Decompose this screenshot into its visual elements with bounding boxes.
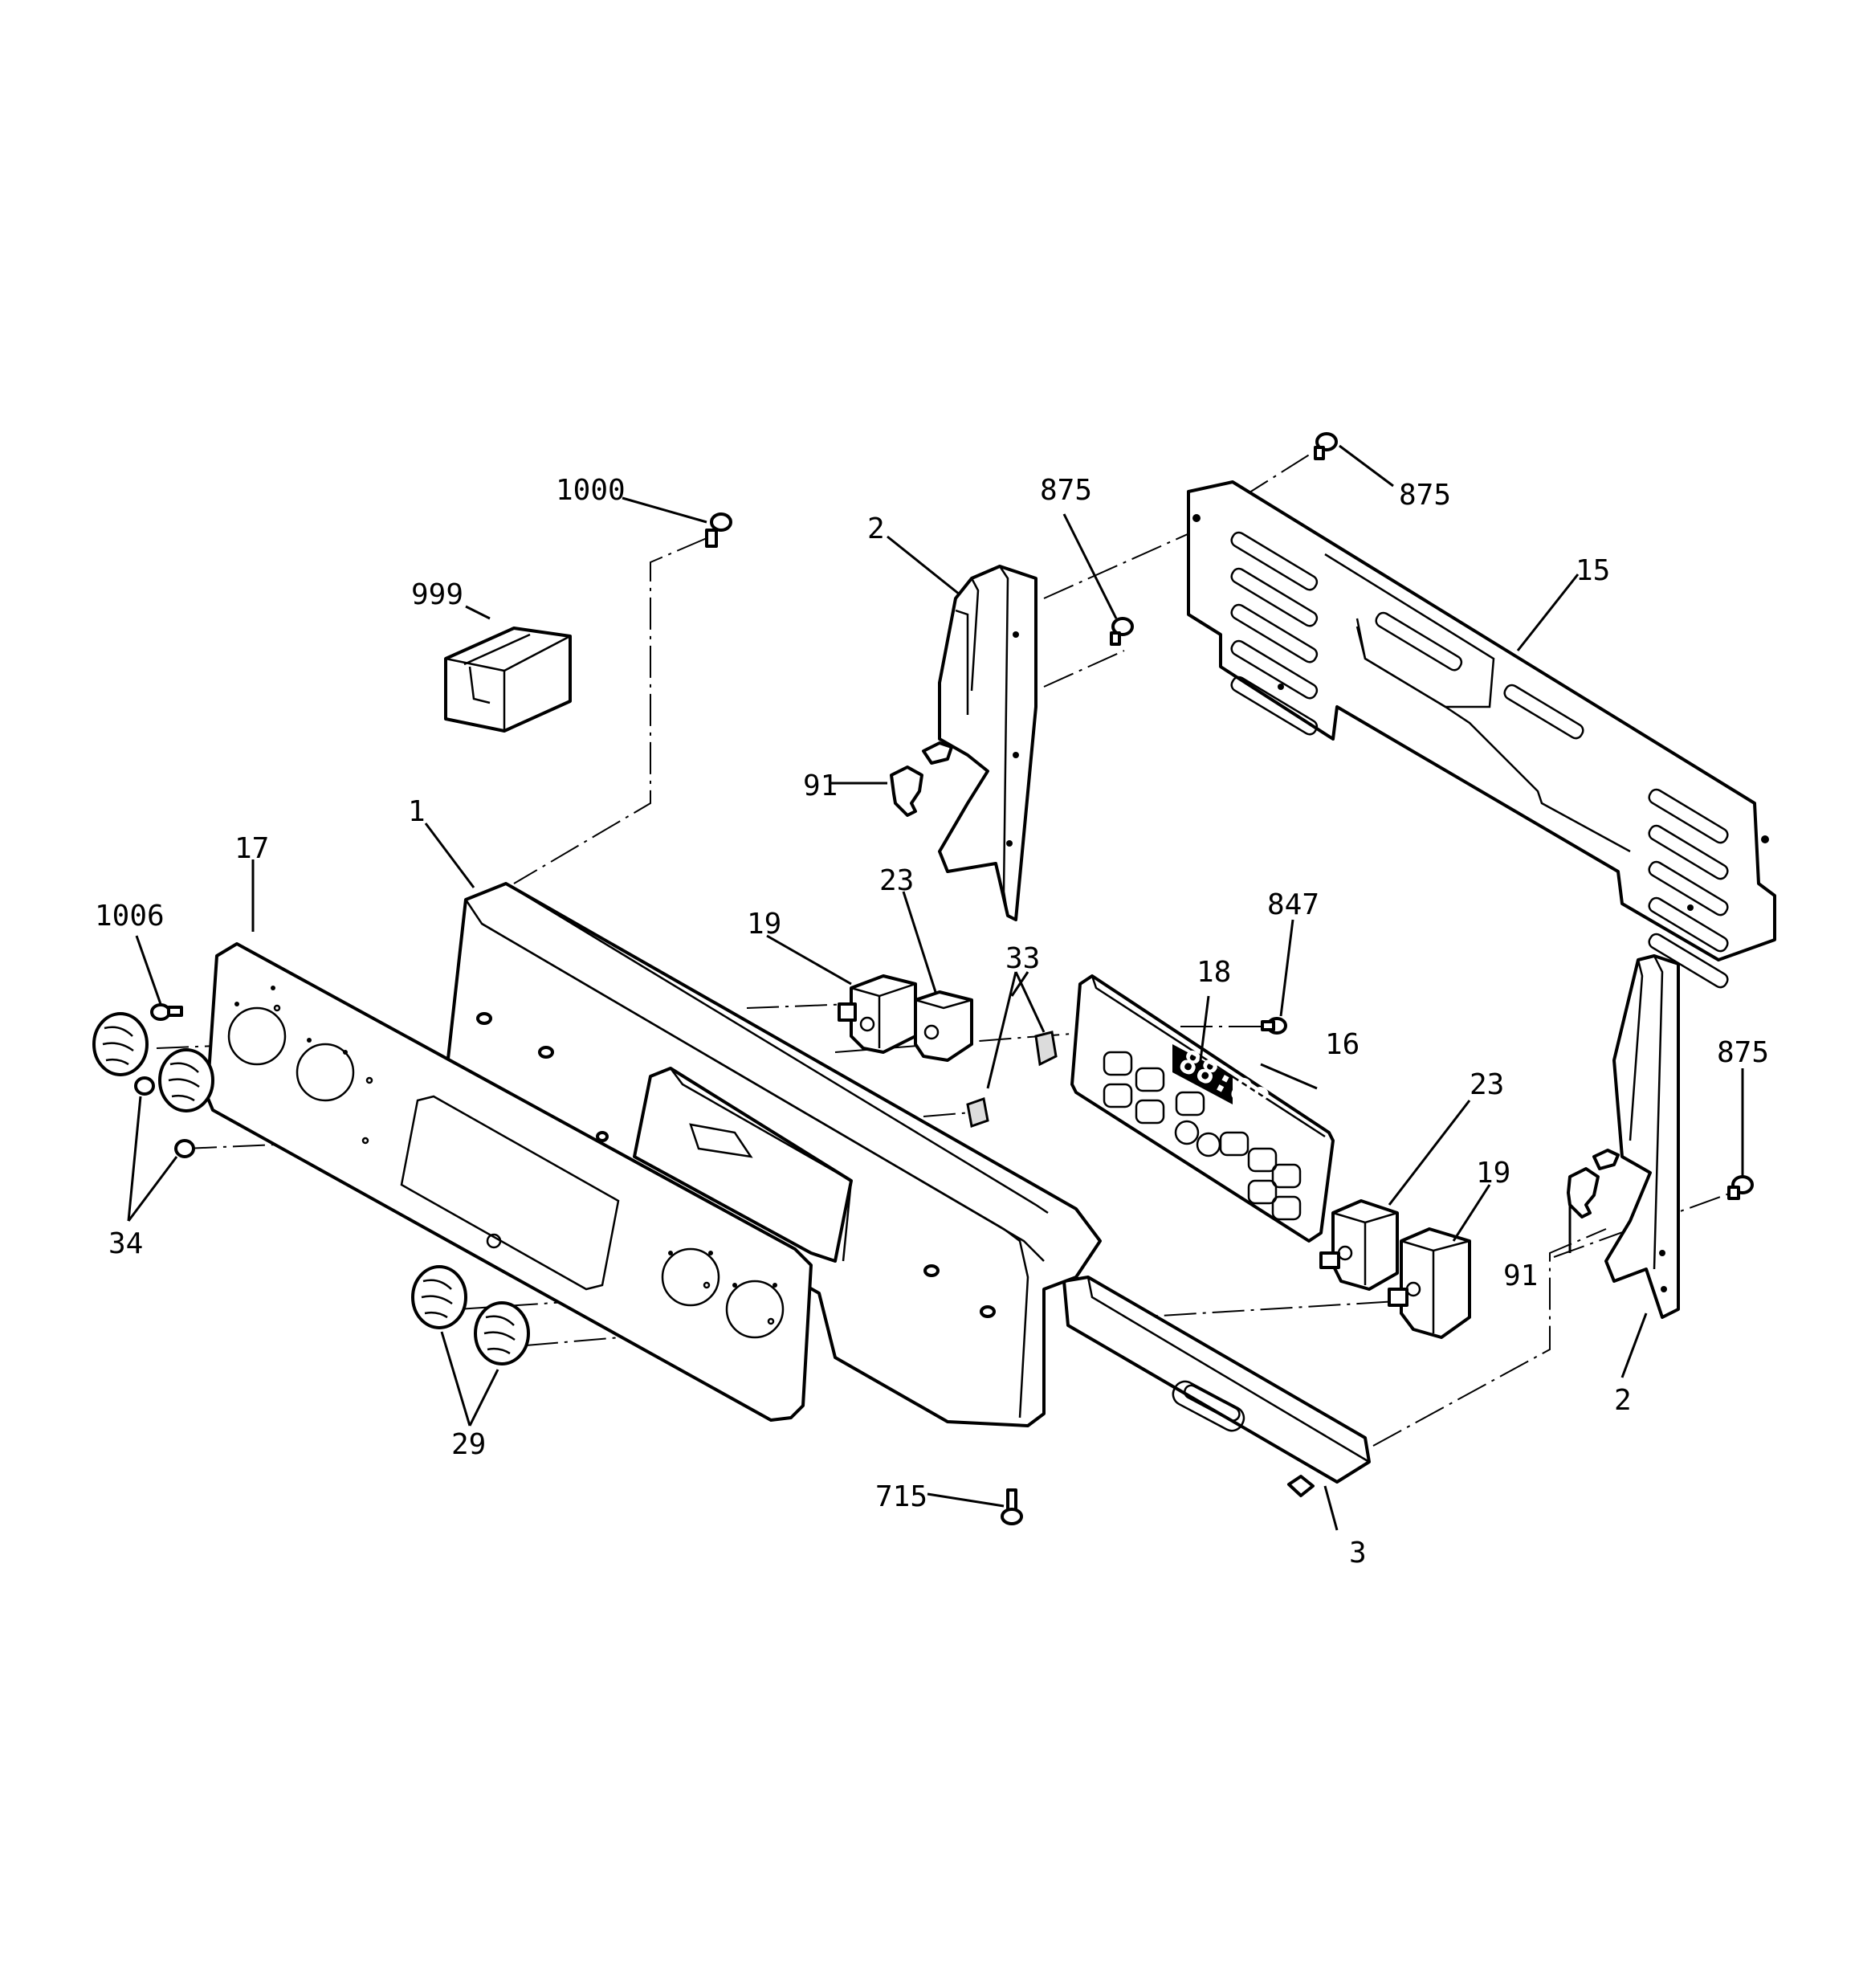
callout-1006: 1006 bbox=[95, 900, 165, 933]
screw-875-b bbox=[1314, 432, 1338, 460]
rocker-switch-1 bbox=[1034, 1031, 1058, 1067]
callout-875-lower: 875 bbox=[1717, 1036, 1769, 1069]
callout-875-right: 875 bbox=[1399, 479, 1451, 512]
callout-labels: 1000 999 875 875 15 2 91 1 17 1006 19 23… bbox=[95, 474, 1769, 1570]
screw-875-a bbox=[1110, 617, 1134, 646]
callout-19-left: 19 bbox=[747, 908, 781, 941]
callout-91-right: 91 bbox=[1503, 1259, 1538, 1292]
callout-715: 715 bbox=[875, 1480, 927, 1513]
knob-1 bbox=[92, 1012, 149, 1076]
knob-3 bbox=[411, 1265, 467, 1329]
callout-2-top: 2 bbox=[867, 512, 885, 545]
callout-1: 1 bbox=[408, 795, 426, 828]
callout-16: 16 bbox=[1325, 1028, 1360, 1061]
infinite-switch-left bbox=[838, 974, 917, 1054]
screw-1000 bbox=[705, 512, 732, 548]
screw-715 bbox=[1001, 1488, 1023, 1525]
callout-1000: 1000 bbox=[556, 474, 626, 507]
bottom-trim bbox=[1062, 1276, 1371, 1497]
backguard-housing bbox=[444, 882, 1102, 1427]
callout-23-right: 23 bbox=[1470, 1068, 1504, 1101]
control-overlay bbox=[206, 942, 813, 1422]
callout-999: 999 bbox=[411, 578, 463, 611]
callout-15: 15 bbox=[1576, 554, 1610, 587]
callout-17: 17 bbox=[234, 832, 269, 865]
callout-19-right: 19 bbox=[1476, 1157, 1510, 1190]
electronic-control: 88:88 bbox=[1070, 974, 1335, 1243]
indicator-light-2 bbox=[174, 1139, 195, 1158]
callout-875-top: 875 bbox=[1040, 474, 1092, 507]
knob-2 bbox=[158, 1048, 214, 1112]
callout-29: 29 bbox=[451, 1428, 486, 1461]
screw-847 bbox=[1261, 1017, 1287, 1035]
clip-left bbox=[890, 741, 953, 817]
infinite-switch-right bbox=[1388, 1227, 1471, 1339]
indicator-light-1 bbox=[134, 1076, 155, 1096]
callout-23-left: 23 bbox=[879, 864, 914, 897]
callout-18: 18 bbox=[1196, 956, 1231, 989]
literature-box bbox=[444, 627, 572, 733]
clip-right bbox=[1567, 1149, 1620, 1219]
rear-panel bbox=[1187, 480, 1776, 989]
leader-lines bbox=[127, 444, 1744, 1531]
screw-875-c bbox=[1727, 1175, 1754, 1200]
knob-4 bbox=[474, 1301, 530, 1365]
callout-91-left: 91 bbox=[803, 769, 838, 802]
switch-right-23 bbox=[1319, 1199, 1399, 1291]
screw-1006 bbox=[150, 1003, 183, 1021]
rocker-switch-2 bbox=[966, 1097, 989, 1128]
callout-847: 847 bbox=[1267, 888, 1319, 921]
callout-34: 34 bbox=[108, 1227, 143, 1260]
switch-left-23 bbox=[914, 990, 973, 1062]
end-bracket-right bbox=[1604, 954, 1680, 1319]
end-bracket-left bbox=[938, 565, 1037, 921]
callout-3: 3 bbox=[1349, 1537, 1367, 1570]
callout-2-bottom: 2 bbox=[1614, 1384, 1632, 1417]
callout-33: 33 bbox=[1005, 942, 1040, 975]
